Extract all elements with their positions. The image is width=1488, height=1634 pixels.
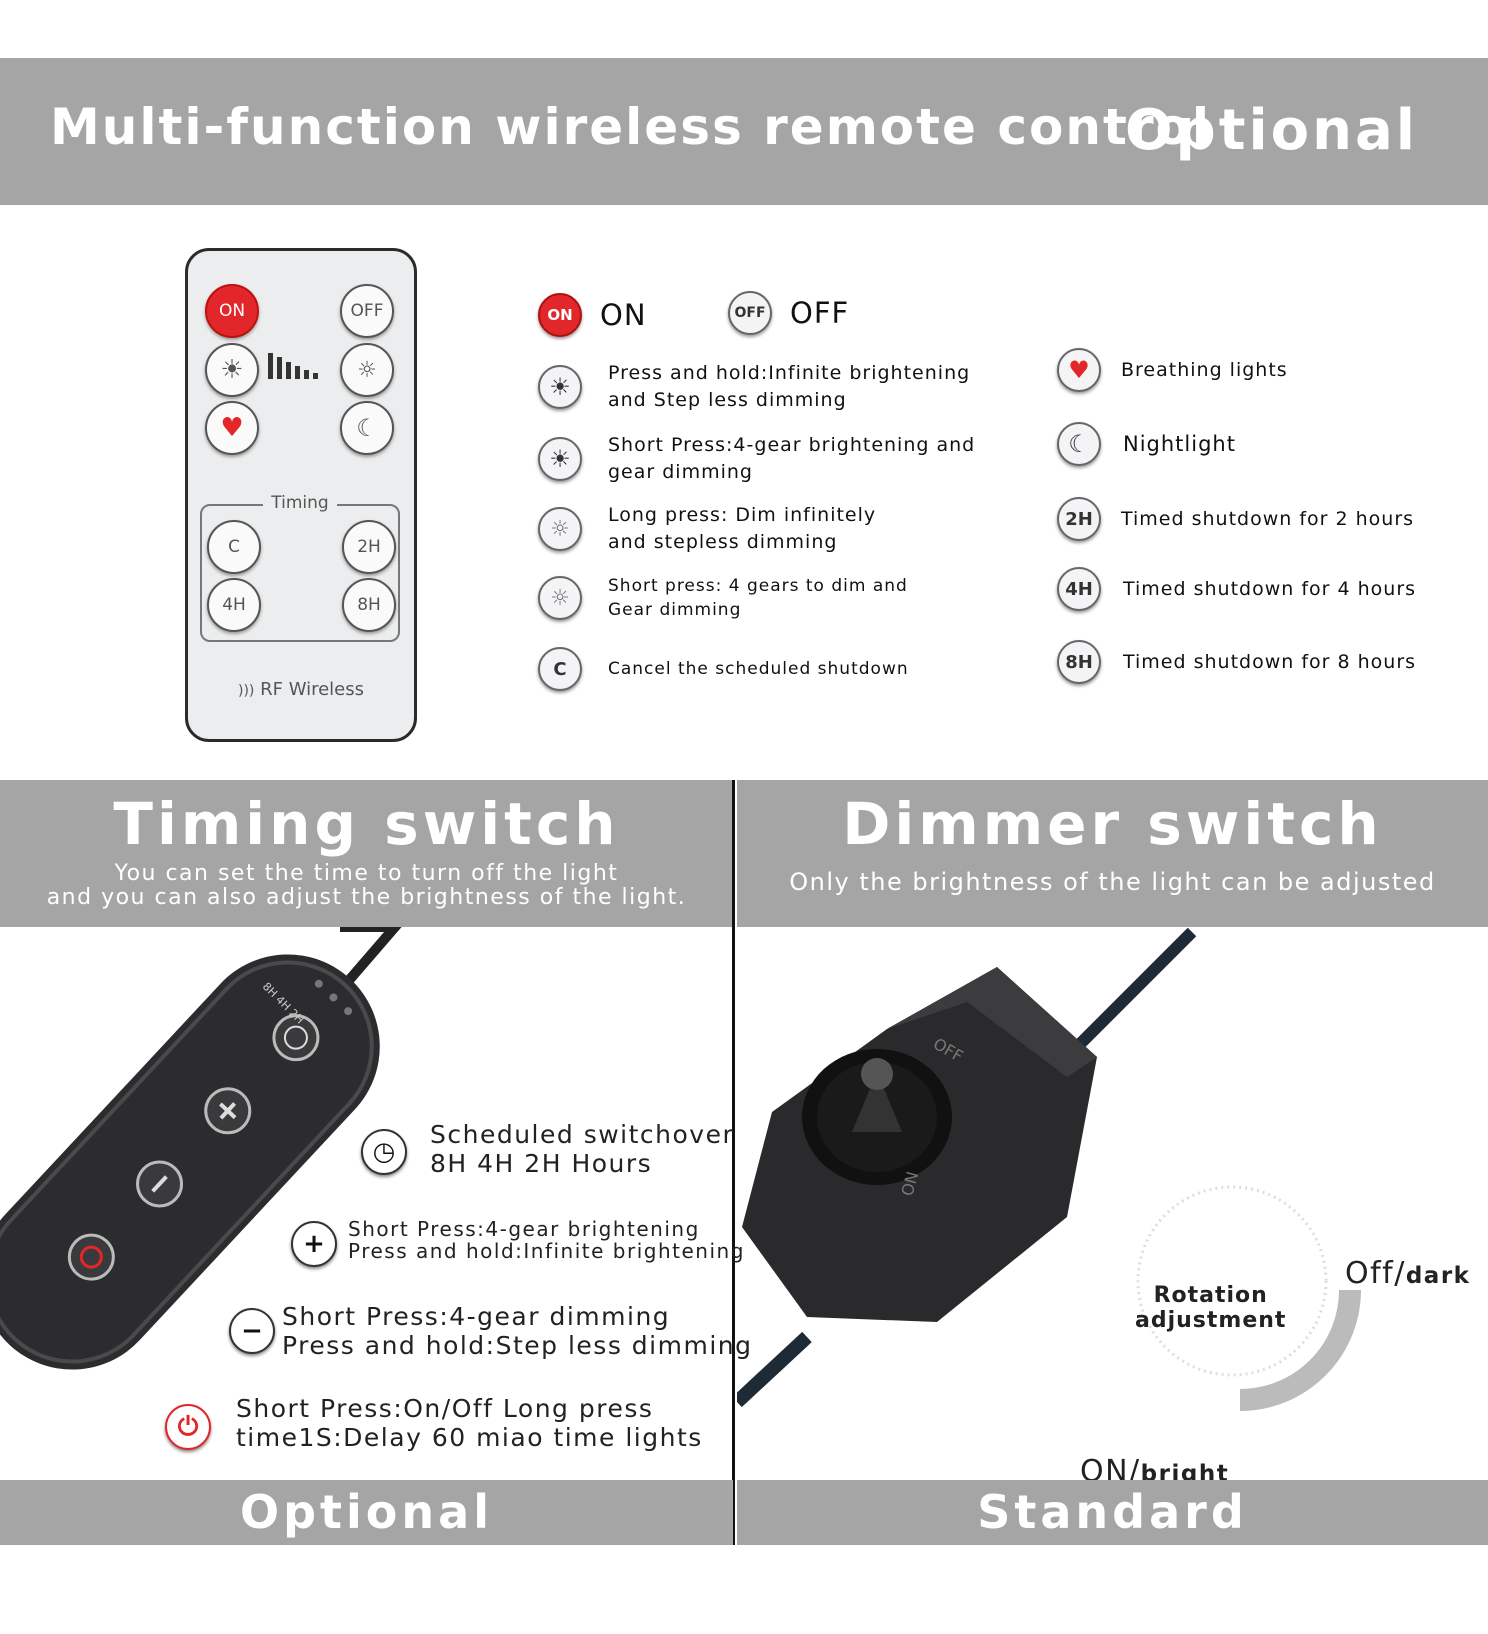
- remote-on-button[interactable]: ON: [205, 284, 259, 338]
- sun-icon: ☀: [220, 355, 244, 385]
- remote-off-button[interactable]: OFF: [340, 284, 394, 338]
- power-icon: ⏻: [165, 1404, 211, 1450]
- cancel-icon: C: [538, 647, 582, 691]
- standard-footer: Standard: [737, 1480, 1488, 1545]
- timing-switch-band: Timing switch You can set the time to tu…: [0, 780, 733, 927]
- legend-item: ☀ Press and hold:Infinite brightening an…: [538, 360, 970, 414]
- legend-text: Timed shutdown for 2 hours: [1121, 507, 1415, 530]
- header-badge: Optional: [1125, 98, 1418, 163]
- remote-brighten-button[interactable]: ☀: [205, 343, 259, 397]
- legend-text: Long press: Dim infinitely and stepless …: [608, 504, 877, 553]
- small-sun-icon: ☼: [538, 507, 582, 551]
- 8h-icon: 8H: [1057, 640, 1101, 684]
- rotation-label: Rotation adjustment: [1135, 1283, 1287, 1333]
- header-title: Multi-function wireless remote control: [50, 98, 1212, 156]
- 4h-icon: 4H: [1057, 567, 1101, 611]
- timing-label: Timing: [263, 493, 337, 513]
- remote-cancel-button[interactable]: C: [207, 520, 261, 574]
- legend-text: Short press: 4 gears to dim and Gear dim…: [608, 576, 908, 620]
- off-word: Off/: [1345, 1256, 1406, 1291]
- sun-icon: ☀: [538, 437, 582, 481]
- legend-text: Cancel the scheduled shutdown: [608, 658, 909, 679]
- timing-switch-title: Timing switch: [113, 790, 620, 858]
- dimmer-switch-band: Dimmer switch Only the brightness of the…: [737, 780, 1488, 927]
- off-icon: OFF: [728, 291, 772, 335]
- dimmer-switch-device-image: OFF ON: [737, 927, 1361, 1411]
- small-sun-icon: ☼: [357, 357, 377, 383]
- legend-text: Press and hold:Infinite brightening and …: [608, 362, 971, 411]
- remote-breathing-button[interactable]: ♥: [205, 401, 259, 455]
- legend-text: Breathing lights: [1121, 358, 1288, 381]
- legend-off-text: OFF: [790, 296, 850, 330]
- legend-on: ON ON: [538, 293, 647, 337]
- vertical-divider: [732, 780, 735, 1545]
- moon-icon: ☾: [1057, 422, 1101, 466]
- optional-footer-text: Optional: [240, 1485, 493, 1539]
- timing-switch-subtitle: You can set the time to turn off the lig…: [46, 861, 687, 910]
- timing-group: Timing C 2H 4H 8H: [200, 493, 400, 642]
- rf-wireless-label: RF Wireless: [260, 679, 365, 700]
- legend-text: Short Press:4-gear brightening and gear …: [608, 434, 976, 483]
- header-band: Multi-function wireless remote control O…: [0, 58, 1488, 205]
- heart-icon: ♥: [220, 413, 244, 443]
- legend-item: 4H Timed shutdown for 4 hours: [1057, 567, 1416, 611]
- legend-text: Timed shutdown for 4 hours: [1123, 577, 1417, 600]
- remote-2h-button[interactable]: 2H: [342, 520, 396, 574]
- standard-footer-text: Standard: [977, 1485, 1248, 1539]
- legend-off: OFF OFF: [728, 291, 849, 335]
- remote-4h-button[interactable]: 4H: [207, 578, 261, 632]
- note-brighten: Short Press:4-gear brightening Press and…: [348, 1217, 745, 1263]
- small-sun-icon: ☼: [538, 576, 582, 620]
- note-dim: Short Press:4-gear dimming Press and hol…: [282, 1302, 753, 1360]
- legend-item: ☀ Short Press:4-gear brightening and gea…: [538, 432, 975, 486]
- legend-on-text: ON: [600, 298, 647, 332]
- remote-control: ON OFF ☀ ☼ ♥ ☾ Timing C 2H 4H 8H ))) RF …: [185, 248, 417, 742]
- heart-icon: ♥: [1057, 348, 1101, 392]
- legend-item: ☼ Long press: Dim infinitely and steples…: [538, 502, 876, 556]
- optional-footer: Optional: [0, 1480, 733, 1545]
- on-icon: ON: [538, 293, 582, 337]
- legend-item: 8H Timed shutdown for 8 hours: [1057, 640, 1416, 684]
- timing-switch-device-image: 8H 4H 2H: [0, 927, 402, 1370]
- wifi-icon: ))): [237, 683, 255, 699]
- note-scheduled: Scheduled switchover 8H 4H 2H Hours: [430, 1120, 735, 1178]
- legend-item: ☾ Nightlight: [1057, 422, 1236, 466]
- off-dark-label: Off/dark: [1345, 1230, 1470, 1291]
- moon-icon: ☾: [356, 414, 378, 442]
- brightness-bars-icon: [268, 353, 318, 379]
- clock-icon: ◷: [361, 1129, 407, 1175]
- legend-text: Timed shutdown for 8 hours: [1123, 650, 1417, 673]
- sun-icon: ☀: [538, 365, 582, 409]
- plus-icon: +: [291, 1221, 337, 1267]
- dimmer-switch-subtitle: Only the brightness of the light can be …: [789, 868, 1436, 896]
- legend-item: 2H Timed shutdown for 2 hours: [1057, 497, 1414, 541]
- legend-item: ♥ Breathing lights: [1057, 348, 1288, 392]
- legend-text: Nightlight: [1123, 431, 1236, 456]
- remote-nightlight-button[interactable]: ☾: [340, 401, 394, 455]
- dimmer-switch-title: Dimmer switch: [842, 790, 1383, 858]
- legend-item: C Cancel the scheduled shutdown: [538, 647, 909, 691]
- remote-8h-button[interactable]: 8H: [342, 578, 396, 632]
- minus-icon: −: [229, 1308, 275, 1354]
- off-sub: dark: [1405, 1263, 1471, 1289]
- 2h-icon: 2H: [1057, 497, 1101, 541]
- note-power: Short Press:On/Off Long press time1S:Del…: [236, 1394, 703, 1452]
- remote-dim-button[interactable]: ☼: [340, 343, 394, 397]
- legend-item: ☼ Short press: 4 gears to dim and Gear d…: [538, 574, 908, 622]
